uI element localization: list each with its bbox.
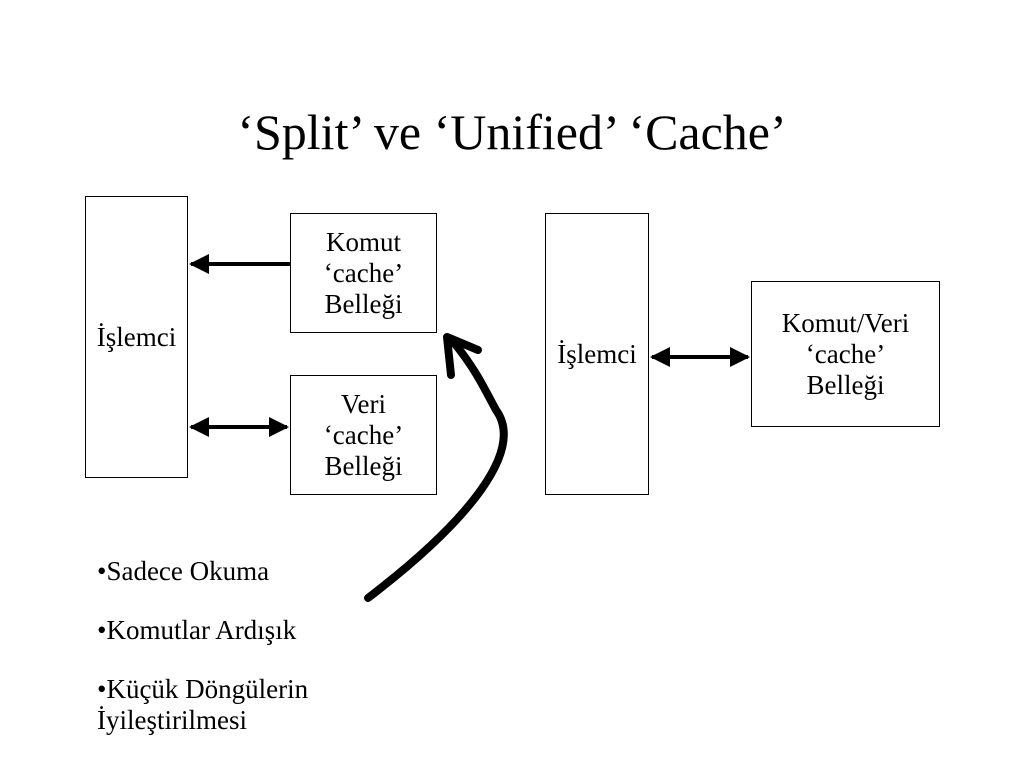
unified-processor-box: İşlemci: [545, 213, 649, 495]
slide-title: ‘Split’ ve ‘Unified’ ‘Cache’: [237, 104, 787, 160]
instruction-cache-box: Komut ‘cache’ Belleği: [290, 213, 437, 333]
data-cache-line: ‘cache’: [323, 419, 404, 450]
curved-pointer-arrow: [364, 340, 508, 602]
bullet-list: •Sadece Okuma •Komutlar Ardışık •Küçük D…: [97, 556, 417, 764]
unified-cache-line: Belleği: [806, 369, 885, 400]
instruction-cache-line: Belleği: [324, 288, 403, 319]
instruction-cache-line: Komut: [325, 226, 401, 257]
bullet-item: •Komutlar Ardışık: [97, 615, 297, 645]
data-cache-box: Veri ‘cache’ Belleği: [290, 375, 437, 495]
instruction-cache-line: ‘cache’: [323, 257, 404, 288]
data-cache-line: Veri: [341, 388, 386, 419]
curved-pointer-arrowhead: [443, 333, 482, 379]
split-processor-label: İşlemci: [96, 321, 177, 352]
unified-processor-label: İşlemci: [557, 338, 637, 369]
unified-cache-box: Komut/Veri ‘cache’ Belleği: [751, 281, 940, 427]
split-processor-box: İşlemci: [85, 196, 188, 478]
unified-cache-line: ‘cache’: [805, 338, 886, 369]
data-cache-line: Belleği: [324, 450, 403, 481]
unified-cache-line: Komut/Veri: [781, 307, 910, 338]
bullet-item: •Küçük Döngülerin İyileştirilmesi: [97, 674, 309, 735]
bullet-item: •Sadece Okuma: [97, 556, 270, 586]
